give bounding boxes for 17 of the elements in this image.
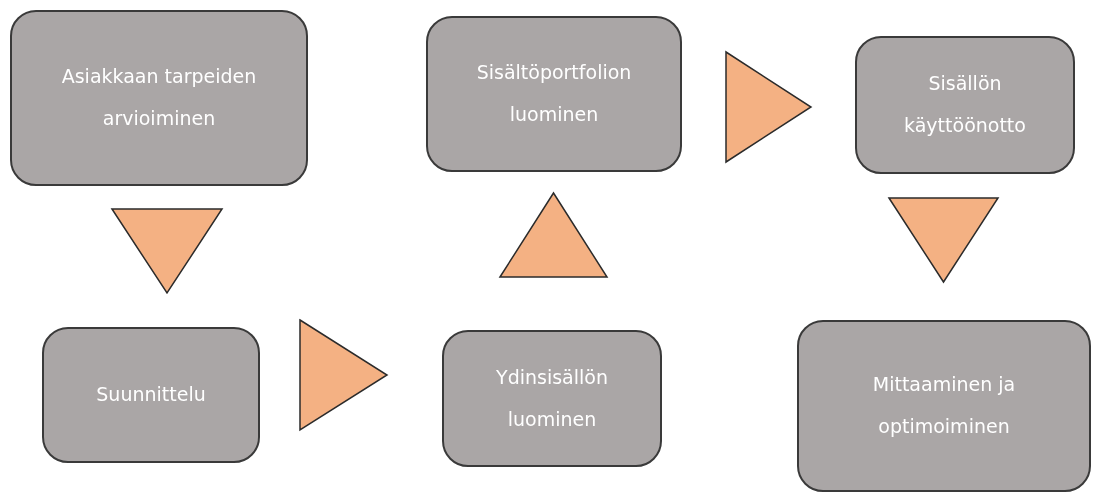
process-box [855, 36, 1075, 174]
arrow-triangle [299, 318, 389, 432]
box-label: Ydinsisällön luominen [495, 364, 609, 432]
process-box [797, 320, 1091, 492]
process-box [10, 10, 308, 186]
box-label: Sisältöportfolion luominen [475, 60, 633, 127]
box-label: Suunnittelu [96, 382, 206, 408]
process-box [426, 16, 682, 172]
box-label: Asiakkaan tarpeiden arvioiminen [60, 64, 258, 131]
box-label: Sisällön käyttöönotto [903, 71, 1027, 138]
arrow-triangle [887, 197, 1000, 284]
arrow-triangle [110, 208, 224, 295]
arrow-triangle [498, 191, 609, 278]
process-box [42, 327, 260, 463]
arrow-triangle [725, 50, 813, 164]
process-box [442, 330, 662, 467]
box-label: Mittaaminen ja optimoiminen [871, 372, 1017, 439]
